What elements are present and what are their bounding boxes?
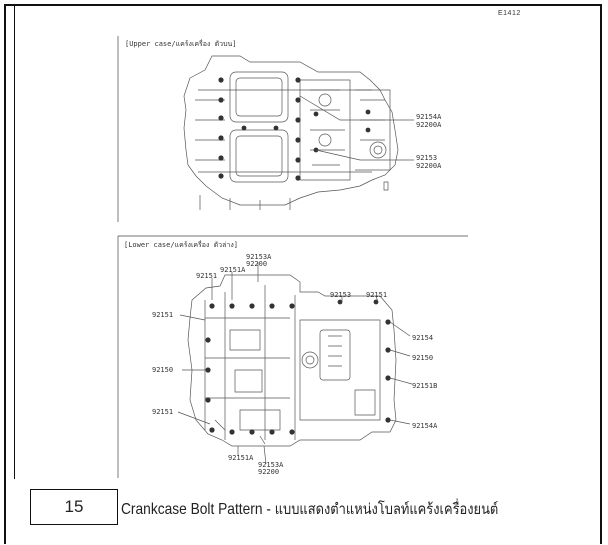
figure-title: Crankcase Bolt Pattern - แบบแสดงตำแหน่งโ… [121,497,498,521]
callout-92200A-b: 92200A [416,162,442,170]
crankcase-diagram: [Upper case/แคร้งเครื่อง ตัวบน] 92154A 9… [117,36,468,478]
callout-left3: 92151 [152,408,173,416]
upper-case-label: [Upper case/แคร้งเครื่อง ตัวบน] [125,39,237,48]
callout-c2: 92151 [196,272,217,280]
figure-title-en: Crankcase Bolt Pattern - [121,501,275,518]
callout-c1: 92151A [220,266,246,274]
callout-right1: 92154 [412,334,433,342]
callout-92153: 92153 [416,154,437,162]
lower-case-label: [Lower case/แคร้งเครื่อง ตัวล่าง] [124,240,238,249]
figure-title-th: แบบแสดงตำแหน่งโบลท์แคร้งเครื่องยนต์ [274,501,499,518]
callout-left2: 92150 [152,366,173,374]
callout-bottom-b: 92153A [258,461,284,469]
figure-number: 15 [30,489,118,525]
callout-right2: 92150 [412,354,433,362]
page-frame [4,4,602,544]
callout-92200A-a: 92200A [416,121,442,129]
callout-92154A: 92154A [416,113,442,121]
callout-right4: 92154A [412,422,438,430]
callout-right3: 92151B [412,382,437,390]
callout-c4: 92151 [366,291,387,299]
callout-bottom-a: 92151A [228,454,254,462]
figure-caption: 15 Crankcase Bolt Pattern - แบบแสดงตำแหน… [4,479,602,541]
callout-bottom-c: 92200 [258,468,279,476]
sheet-code: E1412 [498,10,521,17]
callout-top-a: 92153A [246,253,272,261]
callout-c3: 92153 [330,291,351,299]
callout-left1: 92151 [152,311,173,319]
callout-top-b: 92200 [246,260,267,268]
margin-rule [14,4,15,479]
